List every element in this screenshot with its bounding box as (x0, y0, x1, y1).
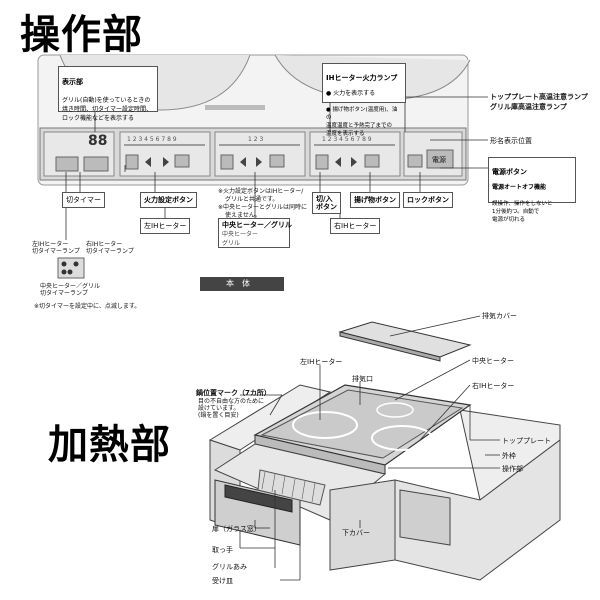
timer-lamp-note: ※切タイマーを設定中に、点滅します。 (34, 303, 141, 310)
note-line-4: 使えません。 (225, 212, 261, 219)
heading-heating: 加熱部 (48, 422, 171, 468)
left-ih-label: 左IHヒーター (140, 218, 191, 234)
operation-part-label: 操作部 (502, 465, 523, 473)
exhaust-port-label: 排気口 (352, 375, 373, 383)
ih-lamp-title: IHヒーター火力ランプ (326, 74, 398, 82)
exhaust-cover-label: 排気カバー (482, 312, 517, 320)
display-desc: グリル(自動)を使っているときの 焼き時間、切タイマー設定時間、 ロック機能など… (62, 97, 153, 122)
display-title: 表示部 (62, 78, 83, 86)
power-button-title: 電源ボタン (492, 168, 527, 176)
power-set-label: 火力設定ボタン (140, 192, 197, 208)
display-digits: 88 (88, 133, 108, 149)
scale-center: 1 2 3 (248, 136, 264, 143)
ih-lamp-desc2: ● 揚げ物ボタン(温度用)、油の 温度温度と予熱完了までの 温度を表示する (326, 107, 398, 137)
pot-mark-title: 鍋位置マーク（7カ所） (196, 389, 271, 397)
brand-position-label: 形名表示位置 (490, 137, 532, 145)
grill-net-label: グリルあみ (212, 563, 247, 571)
fry-button-label: 揚げ物ボタン (350, 192, 400, 208)
top-plate-label: トッププレート (502, 437, 551, 445)
auto-off-title: 電源オートオフ機能 (492, 184, 547, 191)
grill-sub: グリル (222, 240, 241, 247)
note-line-2: グリルと共通です。 (225, 196, 279, 203)
center-heater-sub: 中央ヒーター (222, 231, 259, 238)
display-callout: 表示部 グリル(自動)を使っているときの 焼き時間、切タイマー設定時間、 ロック… (58, 66, 158, 122)
panel-power-button[interactable]: 電源 (432, 156, 446, 164)
timer-label: 切タイマー (62, 192, 105, 208)
note-line-1: ※火力設定ボタンはIHヒーター/ (218, 188, 304, 195)
right-ih-heater-label: 右IHヒーター (472, 382, 515, 390)
auto-off-desc: 誤操作、操作をしないと 1分後約つ。自動で 電源が切れる (492, 201, 553, 223)
top-plate-lamp-label: トッププレート高温注意ランプ (490, 93, 588, 101)
center-grill-callout: 中央ヒーター／グリル 中央ヒーター グリル (218, 218, 292, 248)
scale-right: 1 2 3 4 5 6 7 8 9 (322, 136, 372, 143)
center-grill-title: 中央ヒーター／グリル (222, 221, 292, 229)
note-line-3: ※中央ヒーターとグリルは同時に (218, 204, 308, 211)
tray-label: 受け皿 (212, 577, 233, 585)
grill-lamp-label: グリル庫高温注意ランプ (490, 103, 567, 111)
right-ih-label: 右IHヒーター (330, 218, 381, 234)
pot-mark-desc: 目の不自由な方のために 設けています。 (鍋を置く目安) (198, 398, 265, 419)
lock-button-label: ロックボタン (403, 192, 453, 208)
handle-label: 取っ手 (212, 546, 233, 554)
outer-frame-label: 外枠 (502, 452, 516, 460)
body-badge: 本体 (200, 277, 284, 291)
power-button-callout: 電源ボタン 電源オートオフ機能 誤操作、操作をしないと 1分後約つ。自動で 電源… (488, 157, 576, 223)
left-ih-heater-label: 左IHヒーター (300, 358, 343, 366)
timer-lamp-center: 中央ヒーター／グリル 切タイマーランプ (40, 283, 101, 297)
ih-lamp-desc1: ● 火力を表示する (326, 90, 376, 97)
ih-lamp-callout: IHヒーター火力ランプ ● 火力を表示する ● 揚げ物ボタン(温度用)、油の 温… (322, 63, 406, 137)
scale-left: 1 2 3 4 5 6 7 8 9 (127, 136, 177, 143)
timer-lamp-left: 左IHヒーター 切タイマーランプ (32, 241, 80, 255)
center-heater-label: 中央ヒーター (472, 357, 514, 365)
off-on-label: 切/入 ボタン (312, 192, 341, 214)
timer-lamp-right: 右IHヒーター 切タイマーランプ (86, 241, 134, 255)
door-label: 扉（ガラス窓） (212, 525, 261, 533)
lower-cover-label: 下カバー (342, 529, 370, 537)
heading-operation: 操作部 (20, 12, 143, 58)
